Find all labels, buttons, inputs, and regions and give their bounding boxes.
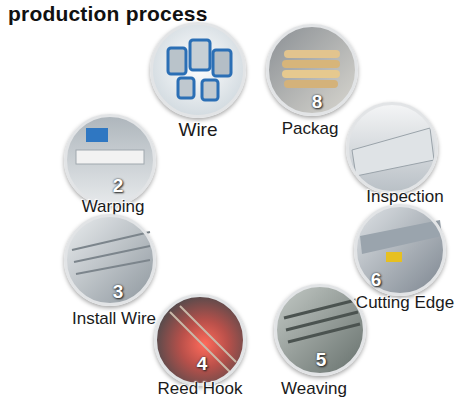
- cutter: [386, 252, 402, 262]
- wire-photo: [152, 24, 244, 116]
- roller: [360, 220, 442, 254]
- roll: [284, 80, 338, 88]
- mesh-sheet: [352, 128, 434, 176]
- photo-fill: [66, 116, 154, 204]
- roll: [284, 50, 340, 58]
- weaving-photo: [276, 286, 364, 374]
- process-circle: 6Cutting Edge: [354, 204, 446, 296]
- spool: [213, 50, 231, 76]
- inspection-photo: [348, 104, 436, 192]
- process-circle: Inspection: [346, 102, 438, 194]
- roll: [282, 70, 340, 78]
- step-number: 6: [371, 270, 382, 289]
- process-circle: 2Warping: [64, 114, 156, 206]
- step-number: 5: [316, 350, 327, 369]
- photo-fill: [156, 296, 244, 384]
- photo-fill: [66, 216, 154, 304]
- process-circle: Wire: [150, 22, 246, 118]
- spool: [202, 80, 218, 100]
- process-circle: 3Install Wire: [64, 214, 156, 306]
- loom-bar: [284, 300, 360, 342]
- photo-fill: [356, 206, 444, 294]
- photo-fill: [348, 104, 436, 192]
- photo-fill: [152, 24, 244, 116]
- roll: [282, 60, 340, 68]
- process-circle: 4Reed Hook: [154, 294, 246, 386]
- step-label: Packag: [282, 120, 339, 137]
- control-panel: [86, 128, 108, 142]
- install-wire-photo: [66, 216, 154, 304]
- spool: [178, 78, 194, 98]
- step-number: 8: [312, 92, 323, 111]
- step-label: Install Wire: [72, 310, 156, 327]
- step-number: 3: [113, 282, 124, 301]
- step-label: Weaving: [281, 380, 347, 397]
- warp-beam: [76, 150, 144, 164]
- photo-fill: [268, 26, 356, 114]
- warping-photo: [66, 116, 154, 204]
- reed-hook-photo: [156, 296, 244, 384]
- package-photo: [268, 26, 356, 114]
- step-label: Wire: [178, 120, 217, 139]
- step-label: Reed Hook: [157, 380, 242, 397]
- process-circle: 5Weaving: [274, 284, 366, 376]
- cutting-photo: [356, 206, 444, 294]
- wire-strand: [72, 232, 150, 274]
- wire-strand: [170, 306, 236, 372]
- spool: [190, 40, 210, 70]
- photo-fill: [276, 286, 364, 374]
- step-label: Warping: [82, 198, 145, 215]
- step-label: Cutting Edge: [356, 294, 454, 311]
- spool: [168, 48, 186, 74]
- process-circle: 8Packag: [266, 24, 358, 116]
- step-label: Inspection: [366, 188, 444, 205]
- step-number: 4: [197, 354, 208, 373]
- step-number: 2: [113, 176, 124, 195]
- page-title: production process: [8, 2, 208, 26]
